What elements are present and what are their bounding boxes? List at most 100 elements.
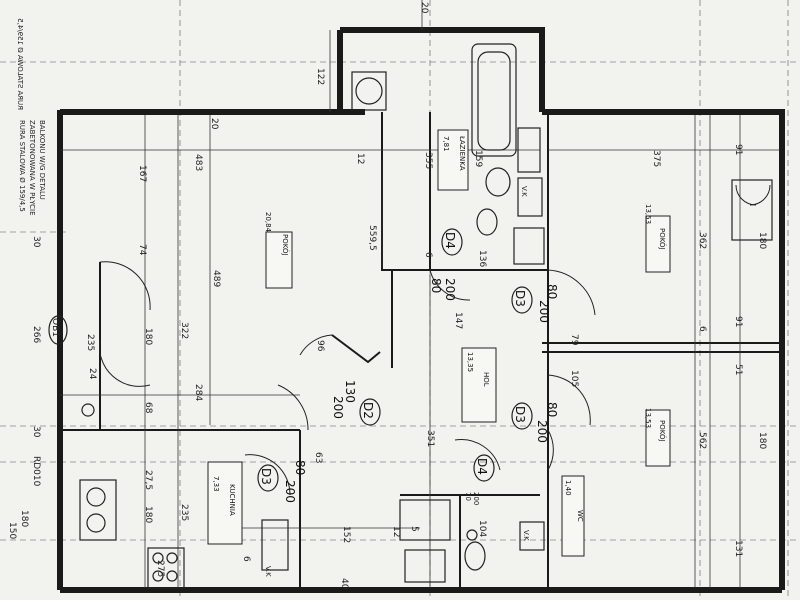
vent-label: V.K: [522, 530, 530, 541]
dim-27-5: 27,5: [143, 470, 153, 490]
dim-20: 20: [209, 118, 219, 130]
dim-180e: 180: [19, 510, 29, 527]
dim-483: 483: [193, 154, 203, 171]
room-name: POKÓJ: [658, 420, 667, 442]
room-wc: WC 1,40: [561, 475, 585, 557]
dim-96: 96: [315, 340, 325, 352]
dim-180b: 180: [757, 232, 767, 249]
dim-5: 5: [409, 526, 419, 532]
door-tag-d4-wc: D4 70 200: [464, 454, 495, 505]
dim-104: 104: [477, 520, 487, 537]
door-tag-d3-bed2: D3 80 200: [511, 402, 559, 443]
dim-6c: 6: [241, 556, 251, 562]
sink-icon: [485, 167, 511, 197]
toilet-icon: [476, 208, 498, 236]
door-height: 200: [535, 420, 549, 443]
dim-68: 68: [143, 402, 153, 414]
room-name: KUCHNIA: [228, 484, 236, 516]
dim-12: 12: [355, 153, 365, 164]
dim-375: 375: [651, 150, 661, 167]
dim-91b: 91: [733, 316, 743, 327]
dimension-lines: [60, 0, 780, 588]
radiator-icon: [513, 227, 545, 265]
room-bathroom: ŁAZIENKA 7,81: [437, 129, 469, 191]
door-code: D3: [513, 406, 527, 423]
dim-559-5: 559,5: [367, 225, 377, 251]
door-tag-d4-bath: D4 80 200: [429, 228, 463, 301]
dim-131: 131: [733, 540, 743, 557]
door-height: 200: [283, 480, 297, 503]
dim-63: 63: [313, 452, 323, 463]
door-code: D4: [475, 458, 489, 475]
window-code-ob1: OB1: [50, 318, 60, 337]
room-labels: POKÓJ 20,84 ŁAZIENKA 7,81 POKÓJ 13,53 PO…: [207, 129, 671, 557]
room-bedroom-1: POKÓJ 13,53: [644, 204, 671, 273]
bathroom-fixtures: [351, 43, 545, 583]
door-tag-d3-kitchen: D3 80 200: [257, 460, 307, 503]
dim-351: 351: [425, 430, 435, 447]
window-tags: OB1 RD010: [31, 315, 68, 487]
dim-79: 79: [569, 334, 579, 346]
dim-122: 122: [315, 68, 325, 85]
dim-167: 167: [137, 165, 147, 182]
dim-180c: 180: [757, 432, 767, 449]
room-area: 20,84: [264, 212, 272, 233]
dim-12b: 12: [391, 526, 401, 537]
door-width: 80: [429, 278, 443, 293]
dim-152: 152: [341, 526, 351, 543]
door-tags: D4 80 200 D3 80 200 D2 130 200 D3 80 200…: [257, 228, 559, 505]
door-height: 200: [472, 492, 480, 505]
shaft-icon: [517, 127, 541, 173]
dim-24: 24: [87, 368, 97, 380]
vent-label: V.K: [520, 186, 528, 197]
door-swings: [244, 269, 596, 496]
wc-toilet-icon: [464, 541, 486, 571]
dim-180a: 180: [143, 328, 153, 345]
dim-30b: 30: [31, 426, 41, 438]
dim-147: 147: [453, 312, 463, 329]
door-width: 80: [293, 460, 307, 475]
door-code: D3: [513, 290, 527, 307]
room-hall: HOL 13,35: [461, 347, 497, 423]
room-area: 13,53: [644, 408, 652, 428]
door-height: 200: [443, 278, 457, 301]
dim-322: 322: [179, 322, 189, 339]
outer-walls: [57, 27, 785, 593]
door-code: D3: [259, 468, 273, 485]
dim-355: 355: [423, 152, 433, 169]
note-line-2: ZABETONOWANA W PŁYCIE: [28, 120, 36, 216]
chimney-duct: [351, 71, 387, 111]
door-height: 200: [537, 300, 551, 323]
dim-136: 136: [477, 250, 487, 267]
room-bedroom-2: POKÓJ 13,53: [644, 408, 671, 467]
window-tag-ob1: [48, 315, 68, 345]
door-width: 70: [464, 492, 472, 501]
stove-icon: [147, 547, 185, 589]
door-width: 80: [545, 402, 559, 417]
door-height: 200: [331, 396, 345, 419]
dim-6b: 6: [697, 326, 707, 332]
dim-top-20: 20: [419, 2, 429, 14]
dim-105: 105: [569, 370, 579, 387]
dim-30a: 30: [31, 236, 41, 248]
room-area: 7,33: [212, 476, 220, 492]
dim-266: 266: [31, 326, 41, 343]
vent-label: V.K: [264, 566, 272, 577]
dim-235b: 235: [179, 504, 189, 521]
room-area: 7,81: [442, 136, 450, 152]
room-name: ŁAZIENKA: [458, 135, 466, 171]
dim-6a: 6: [423, 252, 433, 258]
bathtub-icon: [471, 43, 517, 157]
room-living: POKÓJ 20,84: [264, 212, 293, 289]
room-name: POKÓJ: [658, 228, 667, 250]
dimension-labels: 122 20 20 483 12 355 159 375 91 167 559,…: [7, 2, 767, 590]
kitchen-fixtures: [79, 403, 289, 589]
door-width: 130: [343, 380, 357, 403]
window-code-rd010: RD010: [31, 456, 41, 487]
dim-284: 284: [193, 384, 203, 401]
room-area: 1,40: [564, 480, 572, 496]
pipe-note: RURA STALOWA Ø 159/4,5: [16, 18, 24, 110]
dim-180d: 180: [143, 506, 153, 523]
door-tag-d2-main: D2 130 200: [331, 380, 381, 426]
